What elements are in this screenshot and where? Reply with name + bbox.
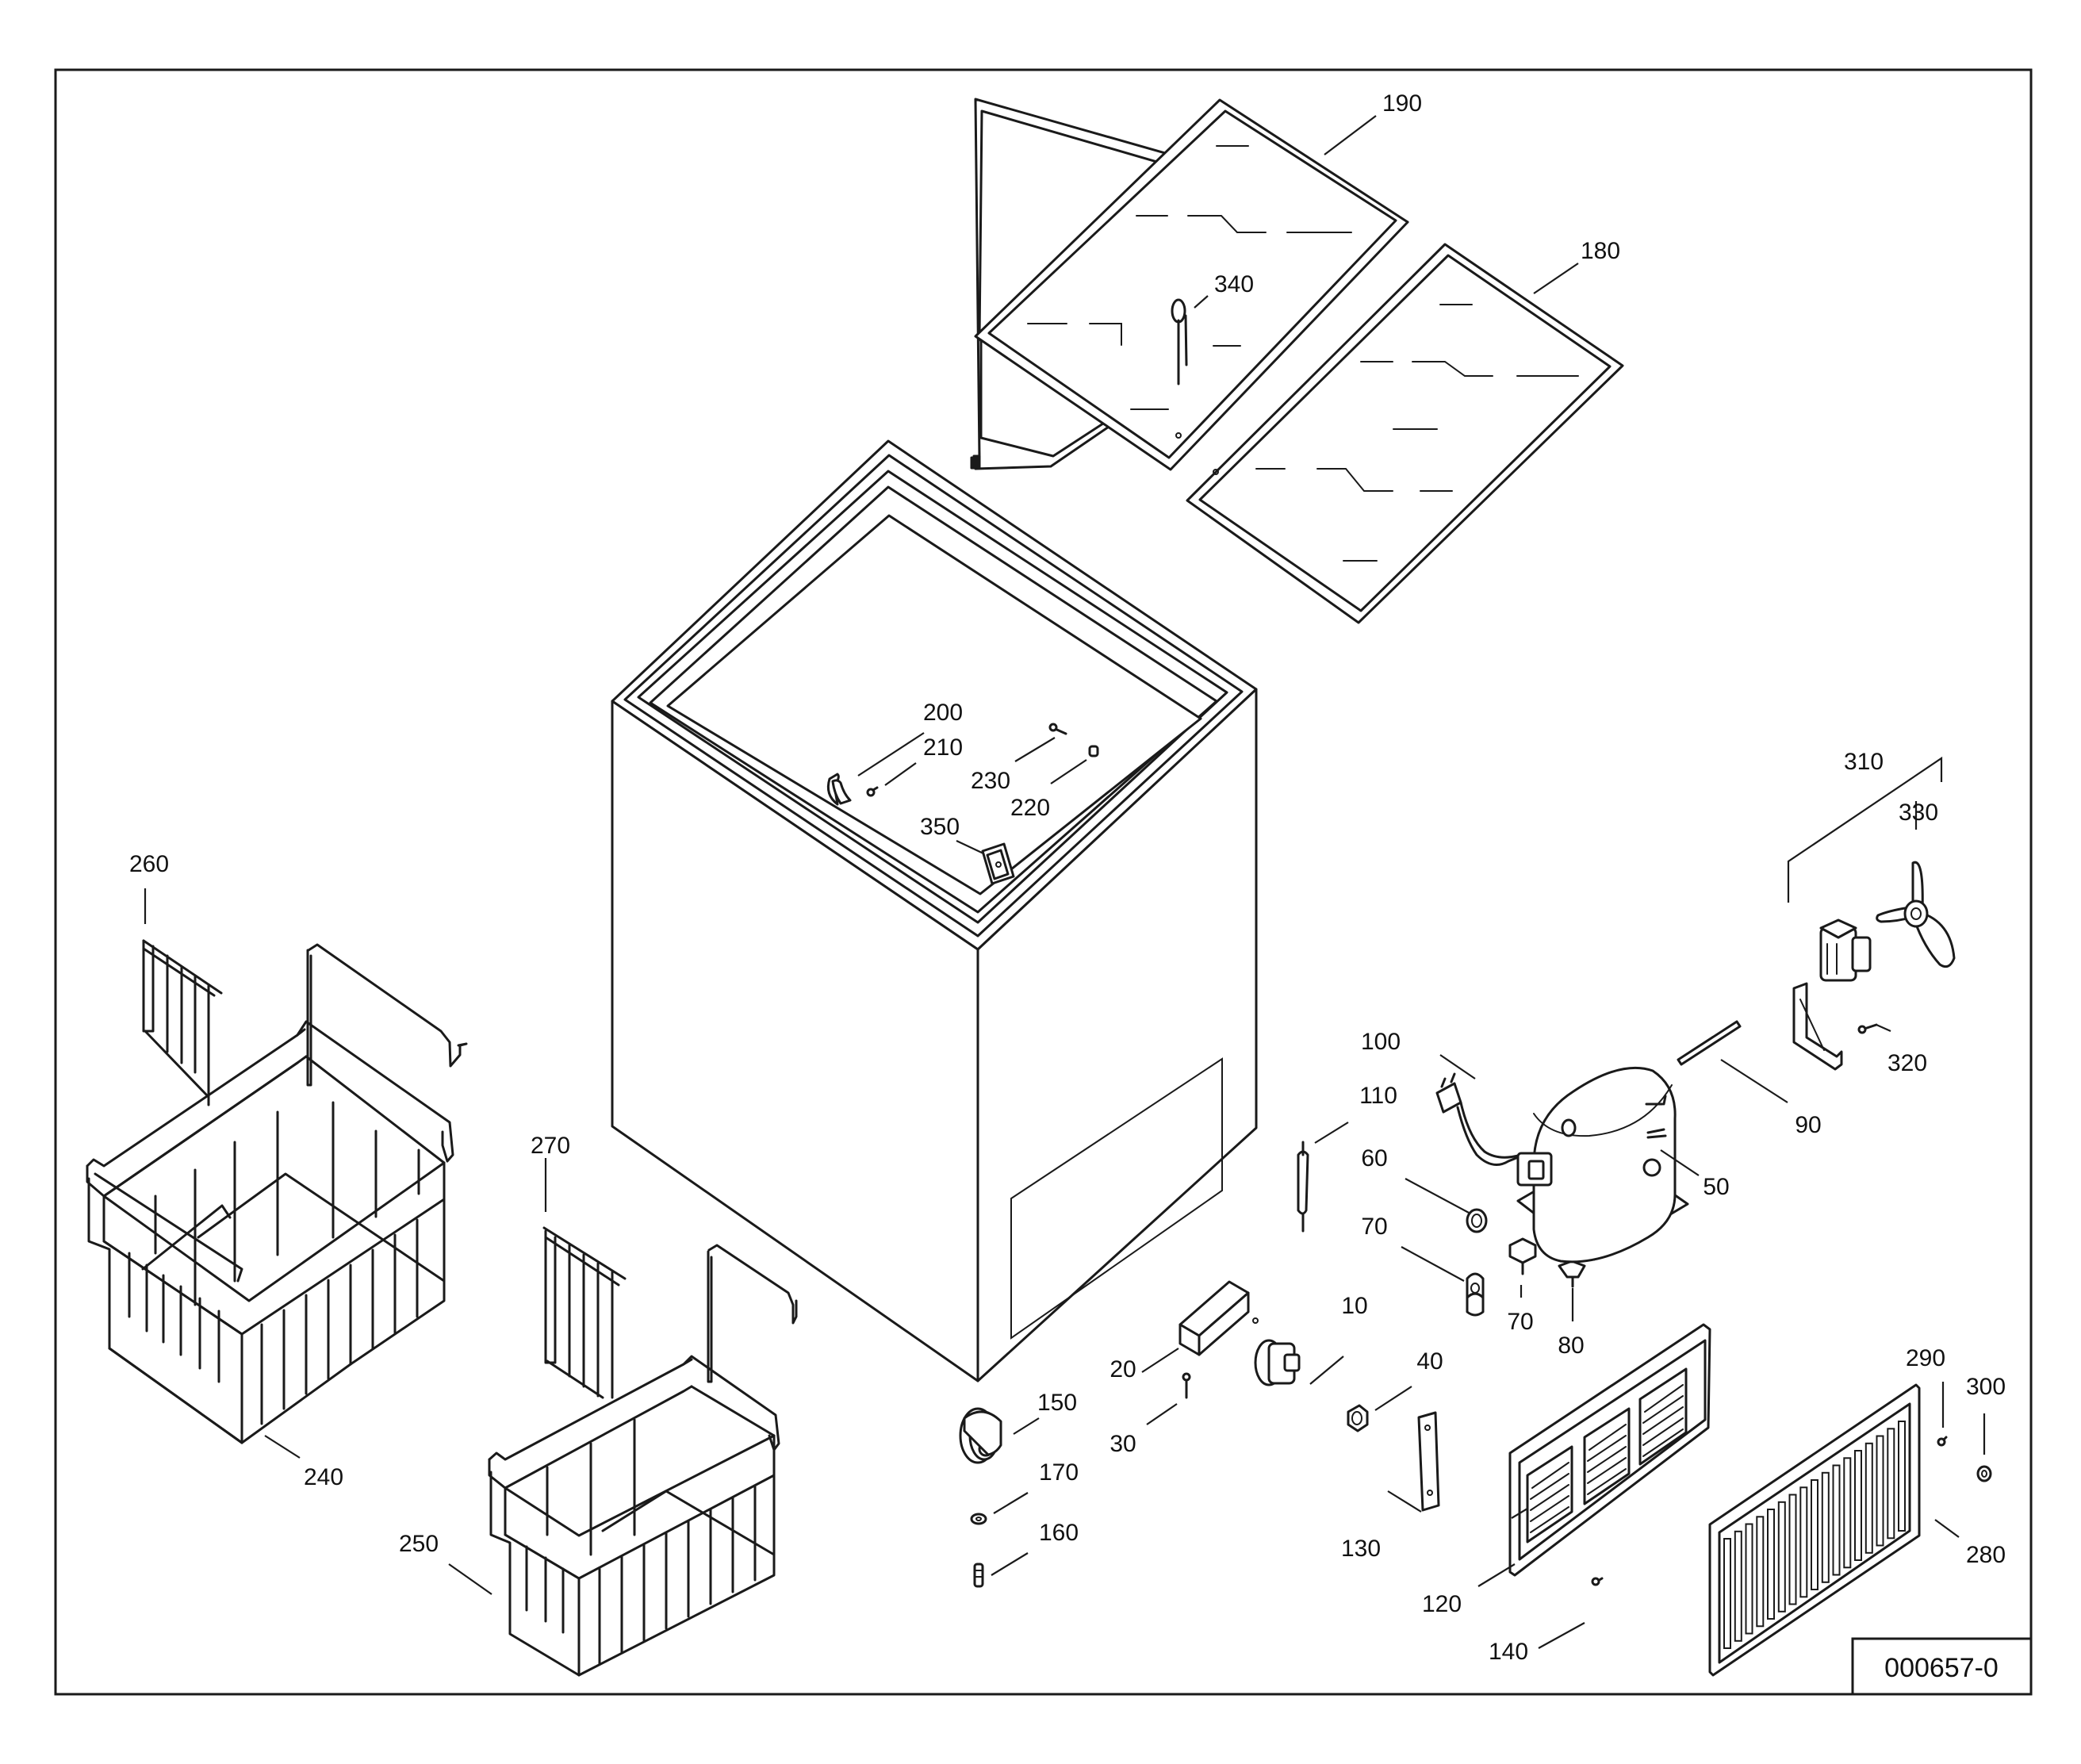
bolt-160 xyxy=(973,1563,984,1588)
grille-slat xyxy=(1887,1428,1895,1540)
freezer-cabinet xyxy=(611,439,1258,1382)
callout-90: 90 xyxy=(1795,1112,1821,1138)
callout-50: 50 xyxy=(1703,1174,1729,1200)
callout-100: 100 xyxy=(1361,1029,1401,1055)
callout-340: 340 xyxy=(1214,271,1254,297)
callout-280: 280 xyxy=(1966,1542,2006,1568)
callout-250: 250 xyxy=(399,1531,439,1557)
back-grille-280 xyxy=(1708,1383,1921,1677)
glass-lid-190 xyxy=(970,98,1409,471)
callout-190: 190 xyxy=(1382,90,1422,117)
hinge-200 xyxy=(826,773,852,806)
callout-80: 80 xyxy=(1558,1333,1584,1359)
clip-70b xyxy=(1508,1237,1537,1275)
power-cord-100 xyxy=(1435,1072,1523,1166)
callout-300: 300 xyxy=(1966,1374,2006,1400)
grille-slat xyxy=(1832,1464,1841,1576)
callout-10: 10 xyxy=(1341,1293,1367,1319)
callout-20: 20 xyxy=(1109,1356,1136,1382)
grille-slat xyxy=(1745,1523,1753,1635)
divider-260 xyxy=(142,939,223,1106)
callout-60: 60 xyxy=(1361,1145,1387,1172)
glass-lid-180 xyxy=(1186,243,1624,624)
thermostat-10 xyxy=(1254,1339,1301,1386)
callout-40: 40 xyxy=(1416,1348,1443,1375)
leader-lines xyxy=(144,115,1986,1649)
divider-270 xyxy=(542,1226,627,1399)
basket-250 xyxy=(488,1244,798,1677)
grille-slat xyxy=(1756,1516,1765,1628)
callout-330: 330 xyxy=(1899,800,1938,826)
callout-110: 110 xyxy=(1359,1083,1397,1109)
callout-270: 270 xyxy=(531,1133,570,1159)
relay-box-20 xyxy=(1178,1280,1259,1356)
drawing-frame xyxy=(54,68,2033,1696)
grille-slat xyxy=(1843,1457,1852,1569)
callout-labels: 190 180 340 200 210 230 220 350 260 270 … xyxy=(129,90,2006,1665)
callout-160: 160 xyxy=(1039,1520,1079,1546)
screw-320 xyxy=(1857,1023,1878,1034)
callout-170: 170 xyxy=(1039,1459,1079,1486)
foot-80 xyxy=(1558,1260,1586,1288)
grommet-60 xyxy=(1466,1208,1488,1233)
grille-slat xyxy=(1821,1471,1830,1583)
grille-slat xyxy=(1854,1450,1862,1561)
grille-slat xyxy=(1723,1538,1731,1649)
grille-slat xyxy=(1767,1509,1775,1620)
thermometer-350 xyxy=(981,842,1015,885)
filter-drier-110 xyxy=(1297,1141,1309,1233)
callout-350: 350 xyxy=(920,814,960,840)
callout-230: 230 xyxy=(971,768,1010,794)
screw-30 xyxy=(1182,1372,1191,1399)
bracket-130 xyxy=(1417,1411,1440,1512)
grille-slat xyxy=(1864,1442,1873,1554)
callout-210: 210 xyxy=(923,734,963,761)
plug-300 xyxy=(1976,1465,1992,1482)
callout-180: 180 xyxy=(1581,238,1620,264)
washer-170 xyxy=(970,1513,987,1525)
rod-90 xyxy=(1677,1020,1742,1066)
fan-blade-330 xyxy=(1876,861,1956,968)
grille-slat xyxy=(1898,1421,1906,1532)
lock-key-340 xyxy=(1171,298,1188,385)
document-number: 000657-0 xyxy=(1884,1653,1999,1683)
callout-30: 30 xyxy=(1109,1431,1136,1457)
callout-120: 120 xyxy=(1422,1591,1462,1617)
callout-70-left: 70 xyxy=(1361,1214,1387,1240)
fan-motor-310 xyxy=(1819,918,1872,982)
grille-slat xyxy=(1811,1479,1818,1590)
callout-320: 320 xyxy=(1887,1050,1927,1076)
screw-140 xyxy=(1591,1577,1604,1586)
callout-240: 240 xyxy=(304,1464,343,1490)
compressor-50 xyxy=(1516,1066,1689,1264)
grille-slat xyxy=(1734,1530,1742,1642)
callout-130: 130 xyxy=(1341,1536,1381,1562)
callout-140: 140 xyxy=(1489,1639,1528,1665)
basket-240 xyxy=(86,943,468,1444)
clip-70a xyxy=(1466,1272,1485,1317)
callout-200: 200 xyxy=(923,700,963,726)
document-number-box: 000657-0 xyxy=(1851,1637,2031,1694)
castor-150 xyxy=(959,1407,1002,1464)
front-grille-120 xyxy=(1508,1323,1711,1577)
screw-290 xyxy=(1937,1436,1948,1447)
callout-290: 290 xyxy=(1906,1345,1945,1371)
fan-bracket xyxy=(1792,982,1843,1071)
callout-150: 150 xyxy=(1037,1390,1077,1416)
callout-220: 220 xyxy=(1010,795,1050,821)
callout-70-right: 70 xyxy=(1507,1309,1533,1335)
callout-310: 310 xyxy=(1844,749,1884,775)
screw-210 xyxy=(866,786,879,797)
grille-slat xyxy=(1788,1494,1797,1605)
grille-slat xyxy=(1876,1435,1884,1547)
grille-slat xyxy=(1777,1501,1786,1613)
plug-220 xyxy=(1088,745,1099,757)
screw-230 xyxy=(1048,723,1067,735)
callout-260: 260 xyxy=(129,851,169,877)
grille-slat xyxy=(1799,1486,1808,1598)
knob-40 xyxy=(1347,1404,1369,1432)
